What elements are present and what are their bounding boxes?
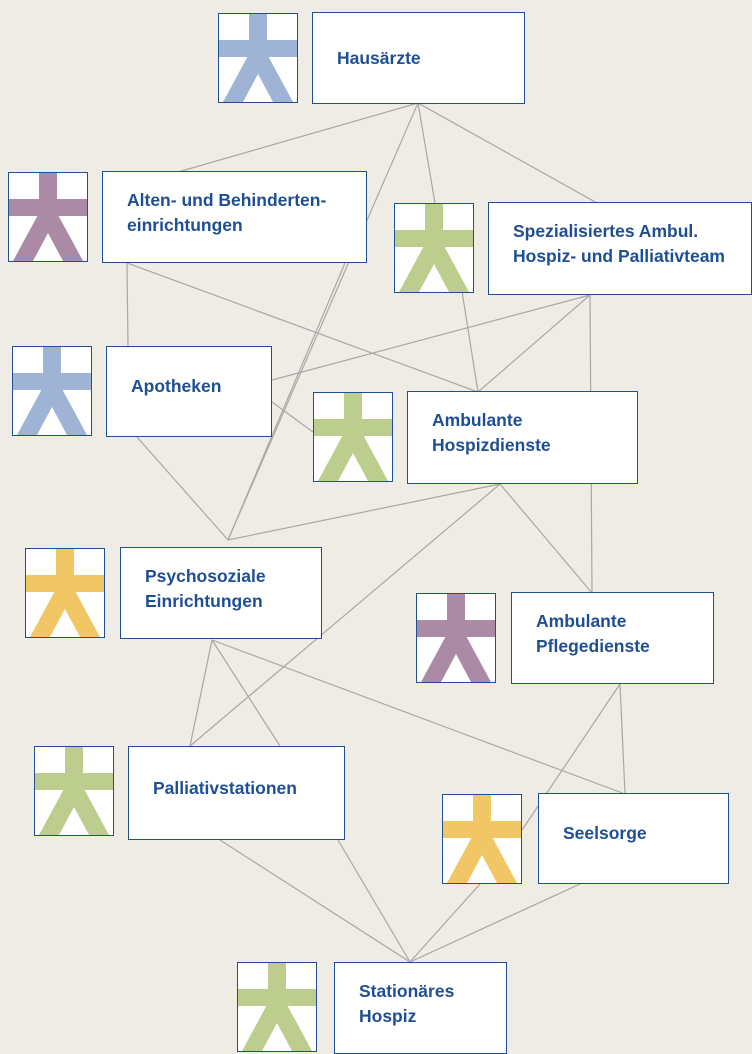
edge-seelsorge-hospiz-2 xyxy=(409,883,581,963)
node-palliativstationen: Palliativstationen xyxy=(128,746,345,840)
edge-hausaerzte-alten xyxy=(177,102,419,173)
edge-psychosoziale-palliativ xyxy=(189,639,213,747)
edge-sapv-ambulante-hospiz xyxy=(477,294,591,393)
node-pflege-label: Ambulante Pflegedienste xyxy=(536,611,650,656)
node-psychosoziale-einrichtungen: Psychosoziale Einrichtungen xyxy=(120,547,322,639)
node-ambulante-hospizdienste: Ambulante Hospizdienste xyxy=(407,391,638,484)
edge-seelsorge-hospiz xyxy=(409,883,481,963)
node-ambulante-pflegedienste: Ambulante Pflegedienste xyxy=(511,592,714,684)
edge-psychosoziale-seelsorge xyxy=(211,639,626,795)
edge-hausaerzte-sapv xyxy=(417,102,598,204)
edge-hausaerzte-ambulante-hospiz xyxy=(417,102,436,204)
alten-person-icon xyxy=(8,172,88,262)
edge-alten-ambulante-hospiz xyxy=(126,262,479,393)
edge-alten-psychosoziale xyxy=(227,262,346,541)
edge-apotheken-ambulante-hospiz xyxy=(271,401,314,433)
hausaerzte-person-icon xyxy=(218,13,298,103)
edge-palliativ-hospiz-2 xyxy=(337,839,411,963)
node-hausaerzte-label: Hausärzte xyxy=(337,48,421,68)
node-seelsorge-label: Seelsorge xyxy=(563,823,647,843)
sapv-person-icon xyxy=(394,203,474,293)
node-sapv-label: Spezialisiertes Ambul. Hospiz- und Palli… xyxy=(513,221,725,266)
node-psychosoziale-label: Psychosoziale Einrichtungen xyxy=(145,566,266,611)
node-palliativ-label: Palliativstationen xyxy=(153,778,297,798)
palliativ-person-icon xyxy=(34,746,114,836)
node-alten-und-behinderteneinrichtungen: Alten- und Behinderten- einrichtungen xyxy=(102,171,367,263)
edge-ambulante-hospiz-pflege xyxy=(499,483,593,594)
node-seelsorge: Seelsorge xyxy=(538,793,729,884)
edge-pflege-seelsorge xyxy=(619,683,626,795)
edge-palliativ-hospiz xyxy=(219,839,411,963)
edge-apotheken-psychosoziale xyxy=(136,436,229,541)
edge-alten-apotheken xyxy=(126,262,129,347)
apotheken-person-icon xyxy=(12,346,92,436)
ambulante-hospiz-person-icon xyxy=(313,392,393,482)
node-spezialisiertes-ambul-team: Spezialisiertes Ambul. Hospiz- und Palli… xyxy=(488,202,752,295)
node-apotheken: Apotheken xyxy=(106,346,272,437)
node-alten-label: Alten- und Behinderten- einrichtungen xyxy=(127,190,327,235)
seelsorge-person-icon xyxy=(442,794,522,884)
node-apotheken-label: Apotheken xyxy=(131,376,222,396)
hospiz-person-icon xyxy=(237,962,317,1052)
node-stationaeres-hospiz: Stationäres Hospiz xyxy=(334,962,507,1054)
psychosoziale-person-icon xyxy=(25,548,105,638)
edge-psychosoziale-palliativ-2 xyxy=(211,639,281,747)
node-ambulante-hospiz-label: Ambulante Hospizdienste xyxy=(432,410,551,455)
edge-hausaerzte-psychosoziale xyxy=(227,102,419,541)
edge-ambulante-hospiz-palliativ xyxy=(189,483,501,747)
edge-sapv-apotheken xyxy=(271,294,591,381)
node-hospiz-label: Stationäres Hospiz xyxy=(359,981,455,1026)
node-hausaerzte: Hausärzte xyxy=(312,12,525,104)
pflege-person-icon xyxy=(416,593,496,683)
edge-ambulante-hospiz-psychosoziale xyxy=(227,483,501,541)
